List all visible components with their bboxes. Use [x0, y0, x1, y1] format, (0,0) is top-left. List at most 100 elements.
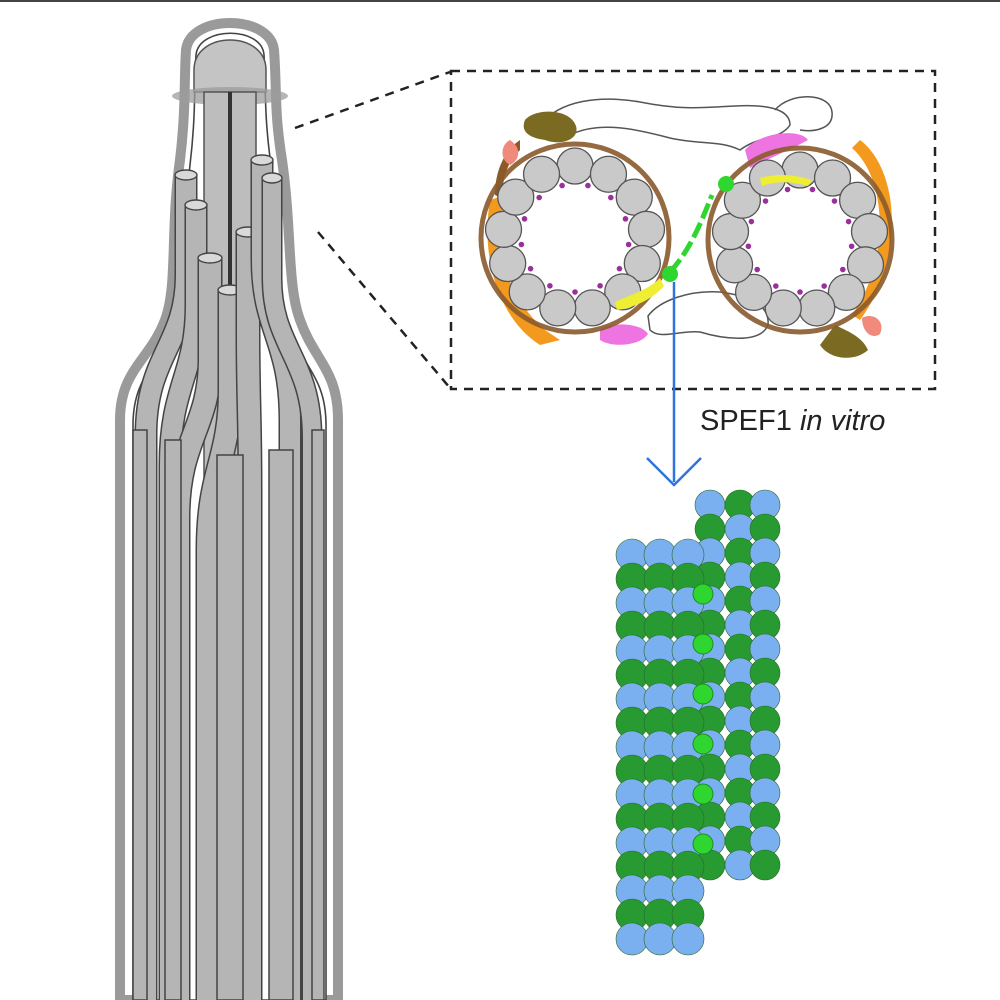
salmon-density-right: [862, 315, 882, 337]
tubulin-subunit: [497, 178, 535, 216]
mip-dot: [773, 283, 779, 289]
tubulin-subunit: [539, 289, 577, 327]
tubulin-subunit: [798, 289, 836, 327]
olive-density-right: [820, 325, 868, 358]
tubulin-subunit: [715, 246, 754, 284]
arrow: [646, 282, 702, 487]
cilium-tip-illustration: [115, 18, 343, 1000]
mip-dot: [797, 289, 803, 295]
tubulin-subunit: [615, 178, 653, 216]
spef1-binding-site: [692, 633, 714, 655]
mip-dot: [518, 241, 525, 248]
tubulin-subunit: [827, 273, 866, 312]
spef1-dot-lower: [662, 266, 678, 282]
zoom-box: [449, 69, 937, 391]
mip-dot: [848, 243, 855, 250]
microtubule-bundle: [132, 154, 325, 1000]
outline-density-top-right: [774, 96, 833, 132]
tubulin-subunit: [623, 244, 661, 283]
mip-dot: [622, 216, 629, 222]
tubulin-front: [671, 922, 705, 956]
outer-density-ring: [478, 141, 672, 335]
microtubule-lower: [216, 454, 244, 1000]
spef1-linker: [668, 194, 715, 274]
tubulin-subunit: [484, 210, 523, 248]
microtubule-end: [184, 199, 208, 211]
pink-density-left: [600, 324, 648, 345]
spef1-binding-site: [692, 683, 714, 705]
tubulin-subunit: [589, 155, 628, 193]
zoom-indicator: [294, 69, 937, 391]
protein-name: SPEF1: [700, 405, 792, 437]
mip-dot: [536, 194, 542, 201]
outline-density-top: [538, 98, 791, 151]
mip-dot: [809, 186, 816, 193]
mip-dot: [521, 216, 528, 222]
mip-dot: [762, 198, 769, 204]
microtubule-7: [263, 178, 321, 1000]
yellow-density-right: [760, 174, 812, 186]
salmon-density-left: [502, 140, 519, 165]
spef1-binding-site: [692, 583, 714, 605]
tubulin-back: [749, 849, 781, 881]
tubulin-subunit: [711, 212, 750, 251]
mip-dot: [527, 265, 534, 272]
yellow-density-left: [615, 278, 664, 310]
microtubule-lower: [268, 449, 294, 1000]
tubulin-subunit: [846, 246, 885, 284]
mip-dot: [559, 182, 565, 189]
tubulin-subunit: [764, 289, 802, 327]
microtubule-end: [250, 154, 274, 166]
microtubule-lower: [164, 439, 182, 1000]
olive-density-left: [523, 111, 577, 143]
mip-dot: [572, 289, 578, 295]
mip-dot: [845, 218, 852, 225]
microtubule-5: [237, 232, 261, 1000]
tubulin-front: [615, 922, 649, 956]
tubulin-subunit: [734, 273, 773, 312]
tubulin-subunit: [627, 210, 666, 248]
microtubule-end: [261, 172, 283, 184]
mip-dot: [608, 194, 614, 201]
mip-dot: [585, 182, 591, 189]
spef1-binding-site: [692, 833, 714, 855]
mip-dot: [831, 198, 838, 204]
microtubule-end: [174, 169, 198, 181]
tubulin-subunit: [850, 212, 889, 251]
microtubule-end: [197, 252, 223, 264]
mip-dot: [547, 283, 553, 289]
mip-dot: [597, 283, 603, 289]
mip-dot: [839, 266, 846, 273]
tubulin-front: [643, 922, 677, 956]
microtubule-lower: [132, 429, 148, 1000]
outer-density-ring: [705, 145, 895, 335]
mip-dot: [748, 218, 755, 225]
mip-dot: [745, 243, 752, 250]
tubulin-subunit: [573, 289, 611, 327]
mip-dot: [821, 283, 827, 289]
in-vitro-microtubule-model: [615, 489, 781, 956]
mip-dot: [616, 265, 623, 272]
spef1-binding-site: [692, 783, 714, 805]
doublet-left: [478, 111, 672, 345]
spef1-in-vitro-label: SPEF1 in vitro: [700, 405, 885, 438]
tubulin-subunit: [522, 155, 561, 193]
mip-dot: [784, 186, 791, 193]
tubulin-subunit: [723, 181, 762, 219]
tubulin-subunit: [813, 159, 852, 197]
microtubule-lower: [311, 429, 325, 1000]
tubulin-subunit: [838, 181, 877, 219]
mip-dot: [625, 241, 632, 248]
tubulin-subunit: [508, 273, 546, 311]
doublet-right: [705, 133, 895, 358]
tip-cap: [193, 39, 267, 93]
condition-text: in vitro: [799, 405, 886, 437]
doublet-cross-section: [478, 96, 895, 358]
tubulin-subunit: [489, 244, 527, 283]
spef1-binding-site: [692, 733, 714, 755]
orange-density-right: [852, 140, 892, 320]
mip-dot: [754, 266, 761, 273]
tubulin-subunit: [556, 147, 594, 185]
spef1-dot-upper: [718, 176, 734, 192]
